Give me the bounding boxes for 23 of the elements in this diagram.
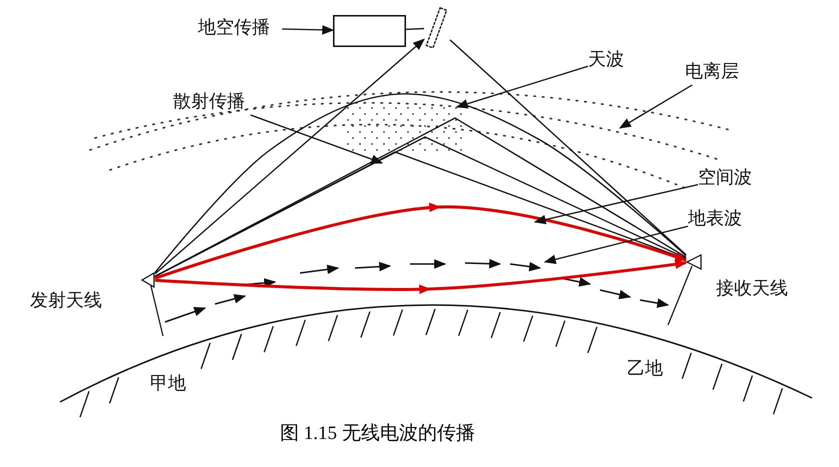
callout-label: 天波 bbox=[588, 47, 628, 73]
ray-line bbox=[450, 39, 686, 256]
callout-label: 空间波 bbox=[698, 165, 756, 191]
callout-label: 电离层 bbox=[685, 59, 743, 85]
figure-caption: 图 1.15 无线电波的传播 bbox=[280, 422, 475, 446]
ray-line bbox=[154, 93, 686, 273]
leader-line bbox=[534, 184, 698, 224]
callout-label: 散射传播 bbox=[173, 89, 257, 115]
place-label: 乙地 bbox=[627, 357, 663, 381]
antenna-label: 接收天线 bbox=[716, 277, 788, 301]
leader-line bbox=[456, 66, 588, 108]
wave-path bbox=[154, 260, 687, 294]
leader-line bbox=[544, 226, 688, 264]
wave-path bbox=[154, 202, 687, 280]
callout-label: 地空传播 bbox=[198, 15, 282, 41]
callout-label: 地表波 bbox=[688, 206, 746, 232]
leader-line bbox=[282, 25, 334, 35]
place-label: 甲地 bbox=[150, 372, 186, 396]
ray-line bbox=[406, 28, 424, 30]
ray-line bbox=[154, 38, 425, 274]
leader-line bbox=[618, 84, 693, 129]
leader-line bbox=[250, 114, 384, 164]
antenna-label: 发射天线 bbox=[30, 289, 102, 313]
